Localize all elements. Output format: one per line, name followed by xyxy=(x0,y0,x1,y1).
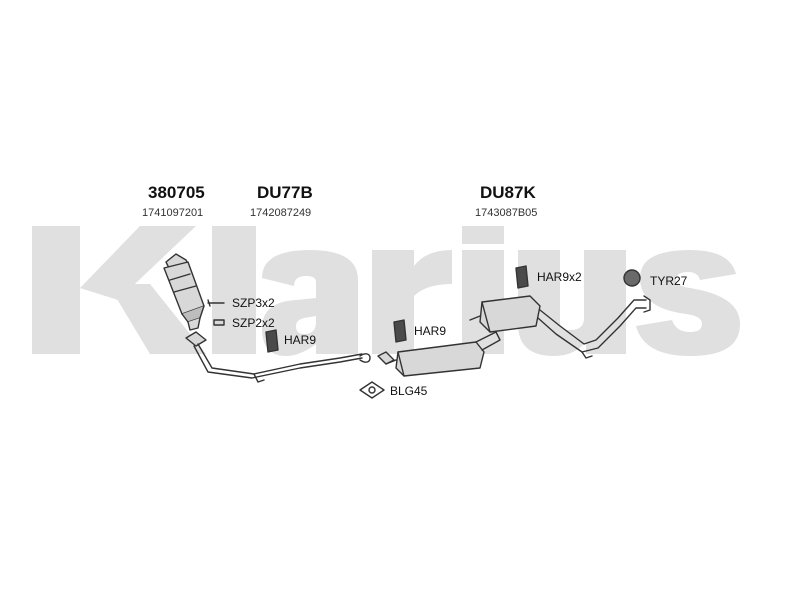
part-number-1: 1741097201 xyxy=(142,207,204,219)
label-blg45: BLG45 xyxy=(390,384,428,398)
group-code-3: DU87K xyxy=(480,183,536,202)
front-pipe xyxy=(185,331,371,383)
rubber-hanger-icon xyxy=(623,269,641,287)
clamp-icons xyxy=(207,299,225,326)
catalytic-converter xyxy=(163,253,205,331)
group-code-2: DU77B xyxy=(257,183,313,202)
klarius-watermark xyxy=(32,226,740,356)
label-har9-middle: HAR9 xyxy=(414,324,447,338)
middle-silencer xyxy=(377,319,501,377)
rubber-hanger-icon xyxy=(393,319,407,343)
group-code-1: 380705 xyxy=(148,183,205,202)
label-szp2x2: SZP2x2 xyxy=(232,316,275,330)
rubber-hanger-icon xyxy=(515,265,529,289)
rubber-hanger-icon xyxy=(265,329,279,353)
part-number-2: 1742087249 xyxy=(250,207,312,219)
rear-silencer xyxy=(469,295,651,359)
part-number-3: 1743087B05 xyxy=(475,207,538,219)
gasket-icon xyxy=(359,381,385,399)
label-har9x2: HAR9x2 xyxy=(537,270,582,284)
label-szp3x2: SZP3x2 xyxy=(232,296,275,310)
label-tyr27: TYR27 xyxy=(650,274,688,288)
label-har9-left: HAR9 xyxy=(284,333,317,347)
